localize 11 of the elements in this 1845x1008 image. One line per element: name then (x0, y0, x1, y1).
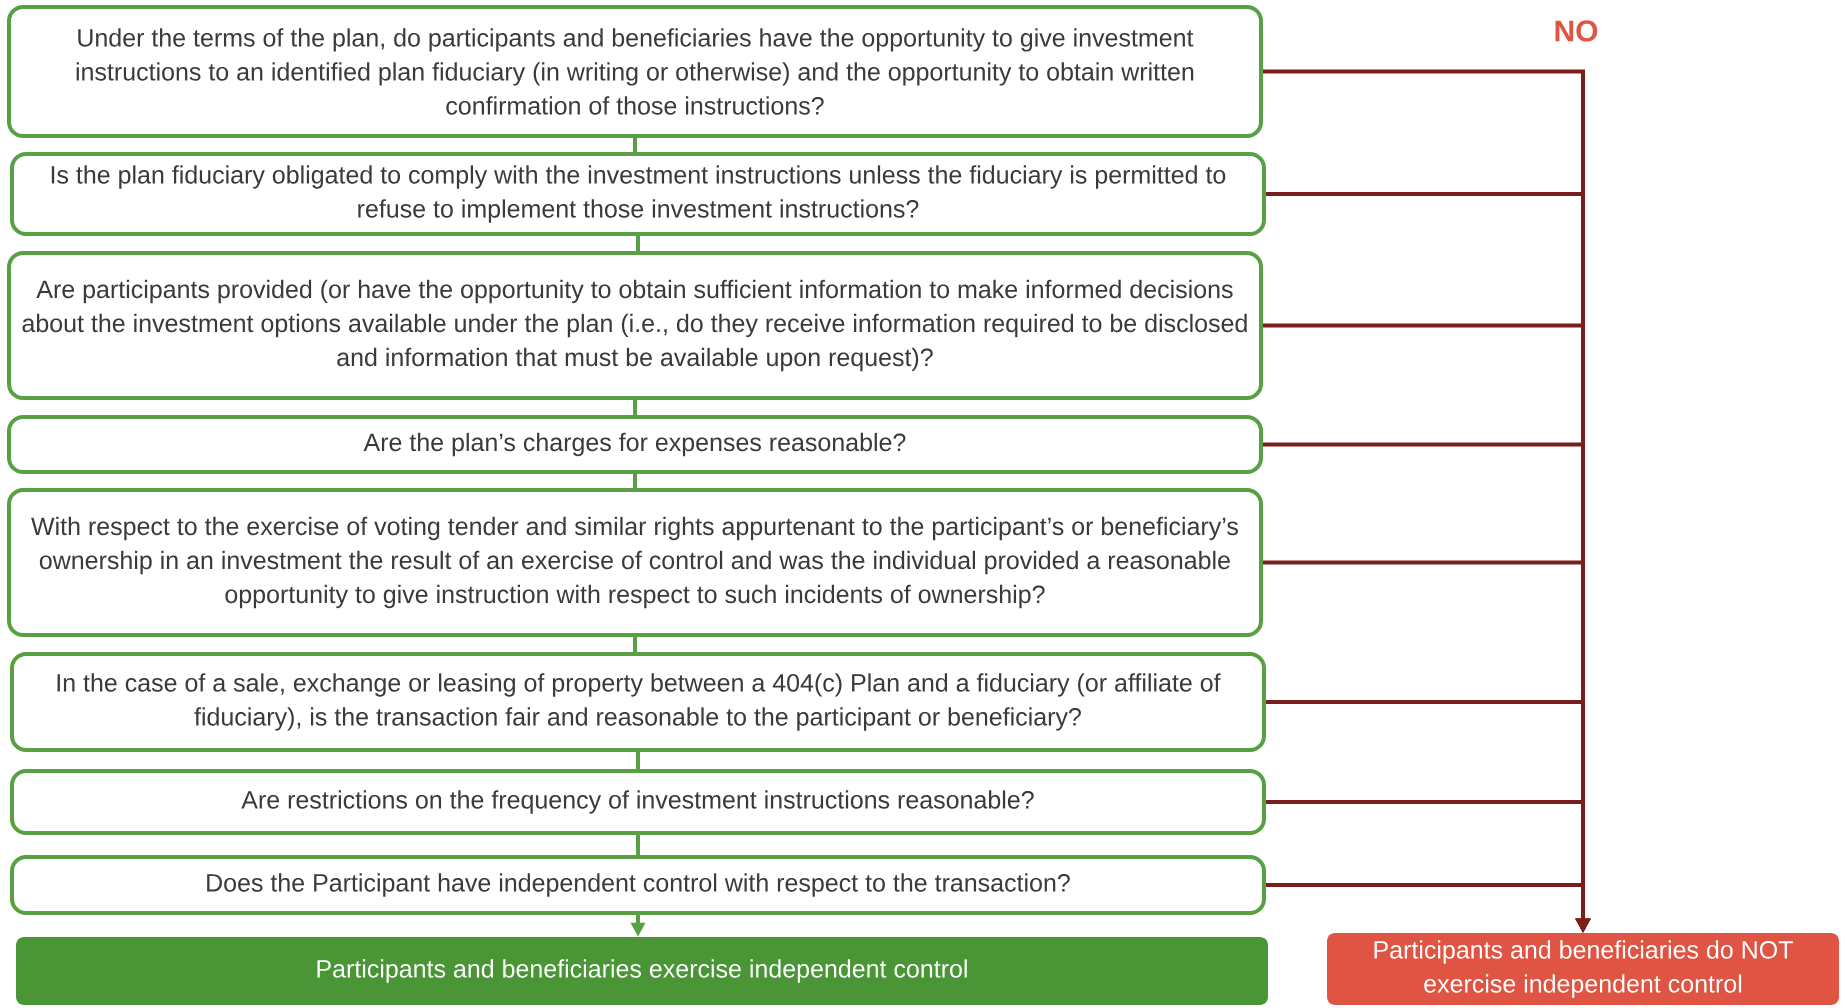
question-box: Is the plan fiduciary obligated to comply with the investment instructions unless the fiduciary is permitted to refuse to implement those investment instructions? (10, 152, 1266, 236)
question-box: Does the Participant have independent control with respect to the transaction? (10, 855, 1266, 915)
no-label: NO (1555, 20, 1598, 42)
outcome-box: Participants and beneficiaries do NOT exercise independent control (1327, 933, 1839, 1005)
question-box: Are restrictions on the frequency of investment instructions reasonable? (10, 769, 1266, 835)
question-box: Are the plan’s charges for expenses reasonable? (7, 415, 1263, 474)
question-box: Under the terms of the plan, do participants and beneficiaries have the opportunity to give investment instructions to an identified plan fiduciary (in writing or otherwise) and the opportunity to obtain written confirmation of those instructions? (7, 5, 1263, 138)
question-box: In the case of a sale, exchange or leasing of property between a 404(c) Plan and a fiduciary (or affiliate of fiduciary), is the transaction fair and reasonable to the participant or beneficiary? (10, 652, 1266, 752)
question-box: Are participants provided (or have the opportunity to obtain sufficient information to make informed decisions about the investment options available under the plan (i.e., do they receive information required to be disclosed and information that must be available upon request)? (7, 251, 1263, 400)
question-box: With respect to the exercise of voting tender and similar rights appurtenant to the participant’s or beneficiary’s ownership in an investment the result of an exercise of control and was the individual provided a reasonable opportunity to give instruction with respect to such incidents of ownership? (7, 488, 1263, 637)
outcome-box: Participants and beneficiaries exercise independent control (16, 937, 1268, 1005)
